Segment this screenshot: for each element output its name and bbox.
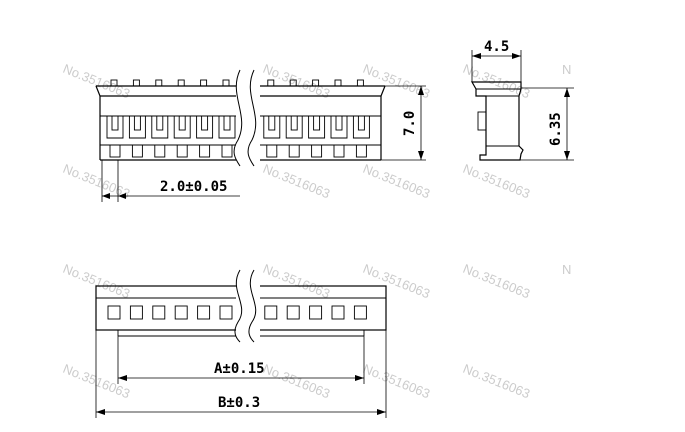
watermark: No.3516063 — [261, 161, 332, 201]
pin-foot — [154, 144, 166, 158]
watermark: No.3516063 — [461, 161, 532, 201]
contact-cavity — [197, 305, 211, 320]
pin-foot — [288, 144, 300, 158]
front-view: 7.0 2.0±0.05 — [95, 69, 426, 202]
pin-foot — [221, 144, 233, 158]
side-view: 4.5 6.35 — [470, 39, 574, 161]
contact-cavity — [129, 305, 143, 320]
terminal-latch — [178, 115, 186, 131]
terminal-latch — [156, 115, 164, 131]
terminal-slot — [173, 116, 191, 139]
pitch-dimension-label: 2.0±0.05 — [160, 179, 227, 195]
watermark: No.3516063 — [461, 261, 532, 301]
terminal-slot — [218, 116, 236, 139]
pin-foot — [176, 144, 188, 158]
contact-cavity — [219, 305, 233, 320]
bottom-view-cavities — [107, 305, 367, 320]
terminal-latch — [268, 115, 276, 131]
pin-foot — [266, 144, 278, 158]
terminal-latch — [313, 115, 321, 131]
terminal-latch — [223, 115, 231, 131]
contact-cavity — [174, 305, 188, 320]
pin-foot — [199, 144, 211, 158]
watermark-edge: N — [562, 62, 571, 77]
terminal-latch — [133, 115, 141, 131]
pin-tab — [177, 79, 185, 87]
terminal-slot — [308, 116, 326, 139]
watermark: No.3516063 — [361, 261, 432, 301]
watermark: No.3516063 — [461, 61, 532, 101]
terminal-slot — [263, 116, 281, 139]
terminal-latch — [290, 115, 298, 131]
watermark: No.3516063 — [61, 61, 132, 101]
terminal-slot — [128, 116, 146, 139]
span-a-dimension-label: A±0.15 — [214, 361, 265, 377]
terminal-slot — [196, 116, 214, 139]
contact-cavity — [152, 305, 166, 320]
watermark-layer: No.3516063 No.3516063 No.3516063 No.3516… — [61, 61, 572, 401]
watermark: No.3516063 — [361, 161, 432, 201]
watermark: No.3516063 — [361, 61, 432, 101]
terminal-latch — [357, 115, 365, 131]
contact-cavity — [353, 305, 367, 320]
terminal-slot — [151, 116, 169, 139]
pin-tab — [356, 79, 364, 87]
contact-cavity — [331, 305, 345, 320]
watermark: No.3516063 — [261, 261, 332, 301]
watermark-edge: N — [562, 262, 571, 277]
side-height-dimension-label: 6.35 — [548, 112, 564, 146]
bottom-view: A±0.15 B±0.3 — [95, 269, 387, 418]
depth-dimension-label: 4.5 — [484, 39, 509, 55]
pin-tab — [200, 79, 208, 87]
pin-tab — [132, 79, 140, 87]
terminal-slot — [285, 116, 303, 139]
terminal-slot — [352, 116, 370, 139]
pin-foot — [355, 144, 367, 158]
terminal-slot — [330, 116, 348, 139]
pin-tab — [222, 79, 230, 87]
terminal-latch — [201, 115, 209, 131]
terminal-latch — [335, 115, 343, 131]
pin-tab — [155, 79, 163, 87]
front-view-slots — [106, 115, 370, 158]
terminal-latch — [111, 115, 119, 131]
span-b-dimension-label: B±0.3 — [218, 395, 260, 411]
pin-foot — [311, 144, 323, 158]
watermark: No.3516063 — [261, 361, 332, 401]
watermark: No.3516063 — [361, 361, 432, 401]
watermark: No.3516063 — [461, 361, 532, 401]
contact-cavity — [309, 305, 323, 320]
terminal-slot — [106, 116, 124, 139]
contact-cavity — [264, 305, 278, 320]
watermark: No.3516063 — [61, 361, 132, 401]
pin-tab — [267, 79, 275, 87]
pin-tab — [334, 79, 342, 87]
contact-cavity — [286, 305, 300, 320]
contact-cavity — [107, 305, 121, 320]
pin-foot — [333, 144, 345, 158]
height-dimension-label: 7.0 — [402, 111, 418, 136]
pin-foot — [131, 144, 143, 158]
pin-foot — [109, 144, 121, 158]
